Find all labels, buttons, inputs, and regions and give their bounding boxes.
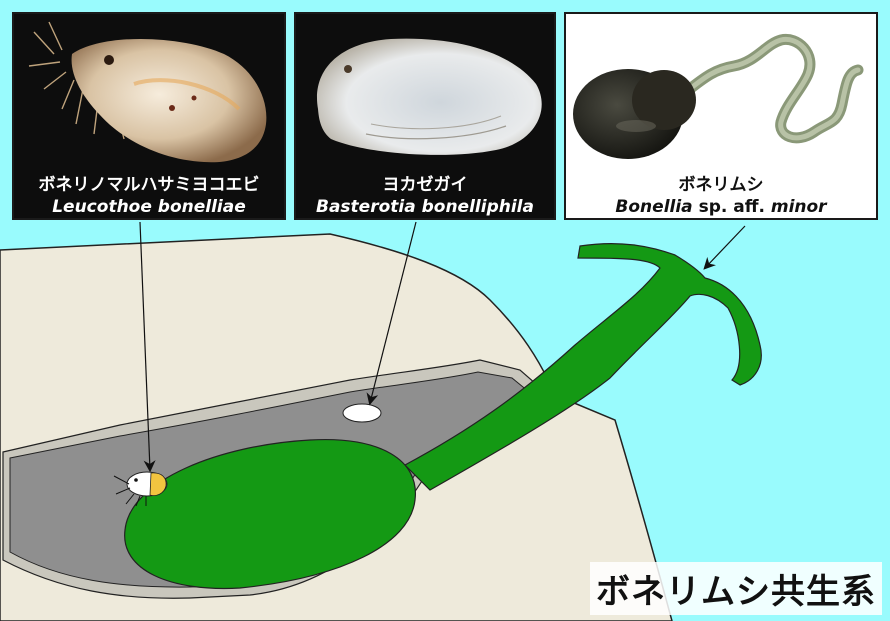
bivalve-in-burrow [343, 404, 381, 422]
spoon-worm-photo [566, 14, 876, 174]
amphipod-panel: ボネリノマルハサミヨコエビ Leucothoe bonelliae [12, 12, 286, 220]
amphipod-scientific-name: Leucothoe bonelliae [14, 196, 284, 218]
bivalve-scientific-name: Basterotia bonelliphila [296, 196, 554, 218]
system-title: ボネリムシ共生系 [590, 562, 882, 615]
worm-sci-rest: sp. aff. [693, 197, 771, 217]
bivalve-panel: ヨカゼガイ Basterotia bonelliphila [294, 12, 556, 220]
amphipod-japanese-name: ボネリノマルハサミヨコエビ [14, 174, 284, 196]
amphipod-photo [14, 14, 284, 174]
worm-genus: Bonellia [615, 197, 692, 217]
bivalve-japanese-name: ヨカゼガイ [296, 174, 554, 196]
clam-shell-photo [296, 14, 554, 174]
worm-scientific-name: Bonellia sp. aff. minor [566, 196, 876, 218]
worm-japanese-name: ボネリムシ [566, 174, 876, 196]
worm-species: minor [771, 197, 827, 217]
worm-panel: ボネリムシ Bonellia sp. aff. minor [564, 12, 878, 220]
